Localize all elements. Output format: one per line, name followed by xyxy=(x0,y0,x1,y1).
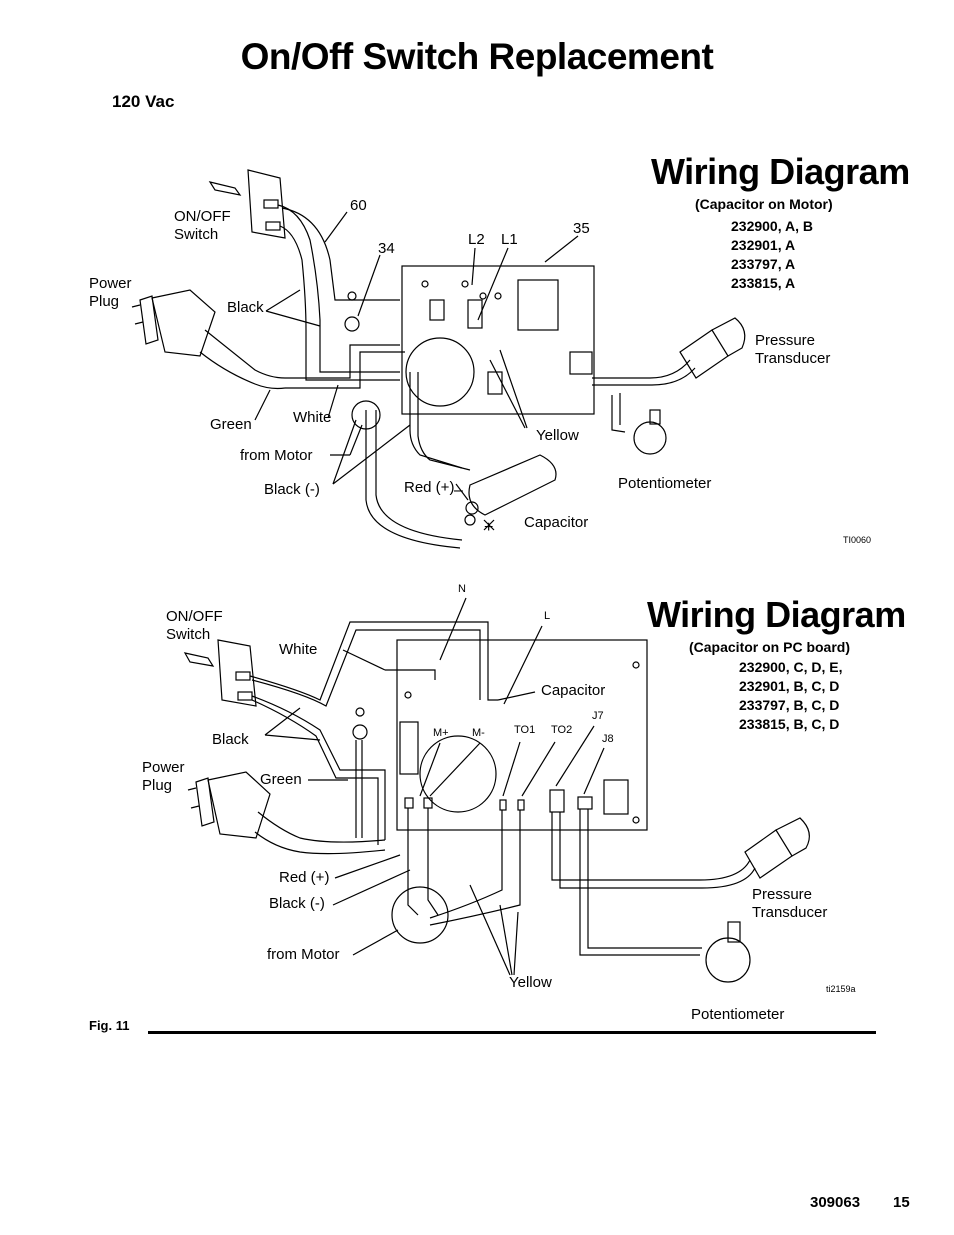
diagram1-model-list: 232900, A, B 232901, A 233797, A 233815,… xyxy=(731,217,813,293)
voltage-label: 120 Vac xyxy=(112,92,175,111)
d2-j8-label: J8 xyxy=(602,733,614,745)
d1-switch-drawing xyxy=(208,169,286,239)
d2-capacitor-label: Capacitor xyxy=(541,682,606,699)
d1-potentiometer-drawing xyxy=(611,393,667,455)
d2-black-label: Black xyxy=(212,731,249,748)
d2-to2-label: TO2 xyxy=(551,724,573,736)
page-number: 15 xyxy=(893,1194,910,1211)
svg-text:–: – xyxy=(454,482,463,499)
d1-transducer-label: Pressure Transducer xyxy=(755,332,831,367)
page-title: On/Off Switch Replacement xyxy=(240,36,714,77)
d1-capacitor-label: Capacitor xyxy=(524,514,589,531)
d2-potentiometer-label: Potentiometer xyxy=(691,1006,785,1023)
d2-pc-board-drawing xyxy=(396,639,648,831)
d1-from-motor-label: from Motor xyxy=(240,447,313,464)
d1-switch-label: ON/OFF Switch xyxy=(174,208,231,243)
diagram2-artwork xyxy=(183,597,810,983)
d1-ref-60: 60 xyxy=(350,197,367,214)
d2-switch-drawing xyxy=(183,639,257,707)
doc-number: 309063 xyxy=(810,1194,861,1211)
d2-potentiometer-drawing xyxy=(705,921,751,983)
d1-ref-35: 35 xyxy=(573,220,590,237)
d2-plug-label: Power Plug xyxy=(142,759,185,794)
d1-black-neg-label: Black (-) xyxy=(264,481,320,498)
d1-capacitor-drawing xyxy=(464,454,557,531)
model-item: 232900, C, D, E, xyxy=(739,659,843,675)
diagram1-artwork xyxy=(131,169,746,549)
d2-from-motor-label: from Motor xyxy=(267,946,340,963)
d2-m-minus-label: M- xyxy=(472,727,485,739)
model-item: 233797, A xyxy=(731,256,796,272)
model-item: 232901, B, C, D xyxy=(739,678,840,694)
d1-ref-34: 34 xyxy=(378,240,395,257)
d1-l1-label: L1 xyxy=(501,231,518,248)
d1-l2-label: L2 xyxy=(468,231,485,248)
d2-yellow-label: Yellow xyxy=(509,974,552,991)
model-item: 233815, A xyxy=(731,275,796,291)
d2-image-id: ti2159a xyxy=(826,984,856,994)
d2-switch-label: ON/OFF Switch xyxy=(166,608,223,643)
d2-l-label: L xyxy=(544,610,551,622)
model-item: 232901, A xyxy=(731,237,796,253)
d2-transducer-label: Pressure Transducer xyxy=(752,886,828,921)
d1-image-id: TI0060 xyxy=(843,535,872,545)
figure-label: Fig. 11 xyxy=(89,1018,130,1033)
diagram2-subtitle: (Capacitor on PC board) xyxy=(689,639,851,655)
d2-j7-label: J7 xyxy=(592,710,604,722)
diagram2-title: Wiring Diagram xyxy=(647,594,906,635)
model-item: 233797, B, C, D xyxy=(739,697,840,713)
d2-to1-label: TO1 xyxy=(514,724,536,736)
d2-m-plus-label: M+ xyxy=(433,727,449,739)
d2-transducer-drawing xyxy=(744,817,810,879)
figure-divider xyxy=(148,1031,876,1034)
d2-n-label: N xyxy=(458,583,466,595)
d1-white-label: White xyxy=(293,409,332,426)
diagram1-title: Wiring Diagram xyxy=(651,151,910,192)
diagram2-model-list: 232900, C, D, E, 232901, B, C, D 233797,… xyxy=(739,658,843,734)
model-item: 232900, A, B xyxy=(731,218,813,234)
d1-green-label: Green xyxy=(210,416,252,433)
d1-plug-drawing xyxy=(131,289,286,390)
d1-potentiometer-label: Potentiometer xyxy=(618,475,712,492)
d1-yellow-label: Yellow xyxy=(536,427,579,444)
diagram1-subtitle: (Capacitor on Motor) xyxy=(695,196,833,212)
d2-red-pos-label: Red (+) xyxy=(279,869,330,886)
d2-green-label: Green xyxy=(260,771,302,788)
d1-red-pos-label: Red (+) xyxy=(404,479,455,496)
d2-white-label: White xyxy=(279,641,318,658)
d1-pc-board-drawing xyxy=(401,265,595,415)
d2-plug-drawing xyxy=(187,771,386,855)
d1-plug-label: Power Plug xyxy=(89,275,132,310)
d2-black-neg-label: Black (-) xyxy=(269,895,325,912)
d1-black-label: Black xyxy=(227,299,264,316)
model-item: 233815, B, C, D xyxy=(739,716,840,732)
d1-transducer-drawing xyxy=(592,317,746,386)
svg-text:+: + xyxy=(484,519,493,536)
